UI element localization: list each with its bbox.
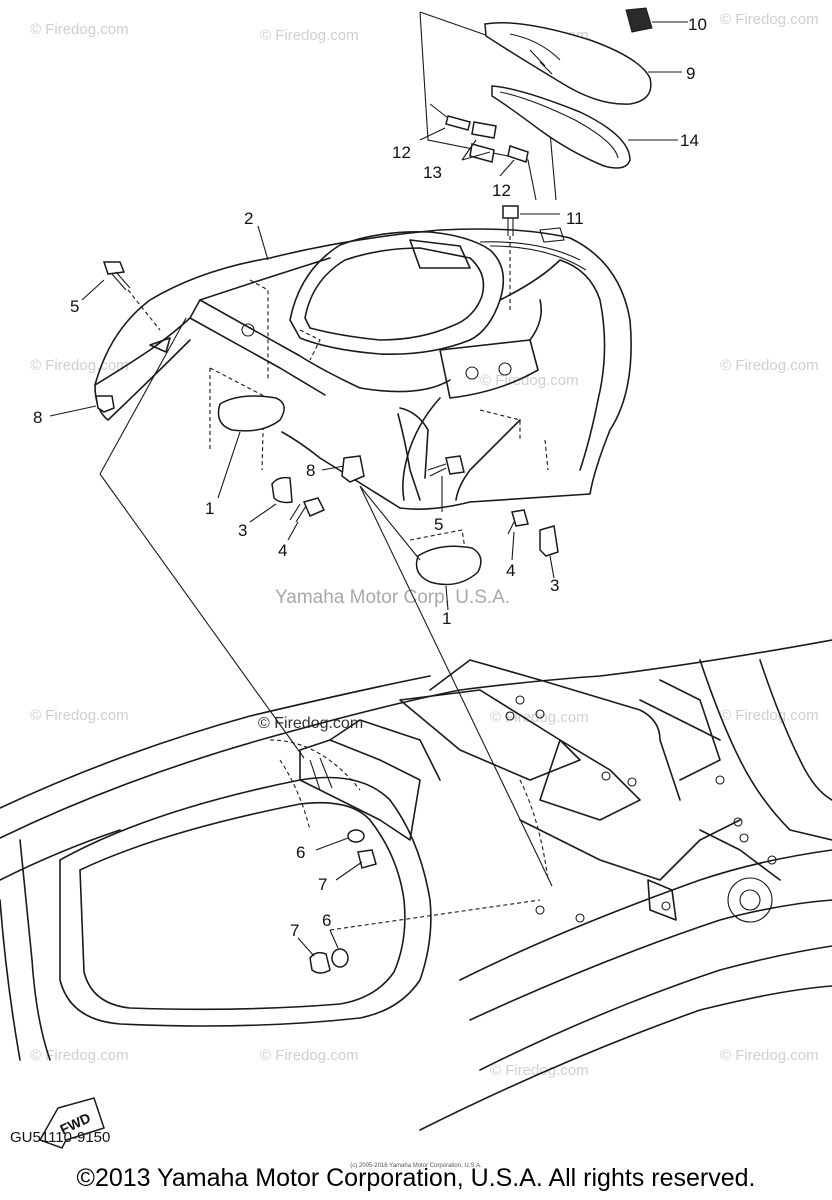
- watermark-firedog: © Firedog.com: [720, 707, 819, 724]
- callout-1: 1: [442, 609, 451, 628]
- pad-part-1: [217, 395, 285, 432]
- callout-11: 11: [566, 209, 584, 228]
- callout-3: 3: [550, 576, 559, 595]
- callout-4: 4: [278, 541, 287, 560]
- callout-12: 12: [492, 181, 511, 200]
- watermark-firedog: © Firedog.com: [260, 27, 359, 44]
- watermark-firedog: © Firedog.com: [720, 1047, 819, 1064]
- nut-part-7: [309, 951, 331, 974]
- washer-part-6: [347, 829, 365, 843]
- bolt-part-11: [502, 205, 519, 219]
- callout-labels: 10 9 14 12 13 12 11 2 5 8 1 3 4 8 5 4 3 …: [33, 15, 707, 940]
- watermark-firedog: © Firedog.com: [30, 1047, 129, 1064]
- watermark-firedog: © Firedog.com: [30, 357, 129, 374]
- tiny-copyright: (c) 2005-2016 Yamaha Motor Corporation, …: [350, 1163, 482, 1169]
- cover-assembly: [419, 7, 688, 201]
- callout-14: 14: [680, 131, 699, 150]
- gasket-part-14: [491, 85, 631, 169]
- callout-8: 8: [306, 461, 315, 480]
- watermark-yamaha: Yamaha Motor Corp, U.S.A.: [275, 587, 510, 608]
- washer-part-6: [331, 948, 349, 968]
- cover-part-9: [484, 21, 652, 105]
- callout-1: 1: [205, 499, 214, 518]
- watermark-firedog: © Firedog.com: [30, 21, 129, 38]
- callout-9: 9: [686, 64, 695, 83]
- clip-part-8: [95, 395, 115, 413]
- callout-10: 10: [688, 15, 707, 34]
- callout-5: 5: [70, 297, 79, 316]
- bolt-part-5: [102, 261, 126, 275]
- bracket-part-3: [539, 525, 559, 557]
- callout-6: 6: [296, 843, 305, 862]
- drawing-code: GU51110-9150: [10, 1129, 110, 1146]
- fwd-arrow: [38, 1097, 105, 1149]
- callout-5: 5: [434, 515, 443, 534]
- clip-part-8: [341, 455, 365, 483]
- bracket-part-3: [271, 476, 293, 504]
- watermark-firedog: © Firedog.com: [30, 707, 129, 724]
- nut-part-7: [357, 849, 377, 869]
- screw-part-12: [507, 145, 529, 163]
- callout-7: 7: [290, 921, 299, 940]
- callout-3: 3: [238, 521, 247, 540]
- watermark-firedog-center: © Firedog.com: [258, 715, 363, 732]
- watermark-firedog: © Firedog.com: [720, 11, 819, 28]
- callout-12: 12: [392, 143, 411, 162]
- callout-2: 2: [244, 209, 253, 228]
- bolt-part-5: [445, 455, 465, 475]
- callout-13: 13: [423, 163, 442, 182]
- screw-part-12: [445, 115, 471, 131]
- watermark-firedog: © Firedog.com: [490, 1062, 589, 1079]
- clip-part-10: [625, 7, 653, 33]
- callout-4: 4: [506, 561, 515, 580]
- copyright-footer: ©2013 Yamaha Motor Corporation, U.S.A. A…: [76, 1164, 756, 1192]
- hatch-cover-assembly: [94, 205, 632, 510]
- hatch-hardware: [49, 261, 559, 887]
- screw-part-4: [511, 509, 529, 527]
- callout-6: 6: [322, 911, 331, 930]
- nut-part-13: [471, 121, 497, 139]
- watermark-firedog: © Firedog.com: [260, 1047, 359, 1064]
- hull-deck: FWD: [0, 639, 832, 1149]
- watermark-firedog: © Firedog.com: [720, 357, 819, 374]
- callout-8: 8: [33, 408, 42, 427]
- callout-7: 7: [318, 875, 327, 894]
- pad-part-1: [415, 545, 482, 586]
- nut-part-13: [469, 143, 495, 163]
- screw-part-4: [302, 497, 326, 517]
